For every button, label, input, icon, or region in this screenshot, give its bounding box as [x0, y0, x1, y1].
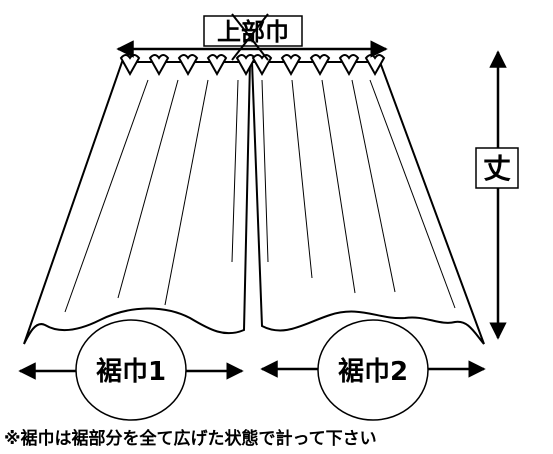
right-fold-line: [369, 79, 456, 309]
length-label: 丈: [483, 152, 511, 185]
right-fold-line: [351, 79, 396, 293]
right-curtain-panel: [250, 61, 485, 345]
left-fold-line: [64, 79, 149, 313]
right-fold-line: [291, 79, 313, 279]
right-fold-line: [261, 79, 269, 263]
left-fold-line: [117, 79, 179, 299]
cross-out-mark: [231, 13, 269, 61]
pleat-hook: [148, 54, 170, 77]
pleat-hook: [177, 54, 199, 77]
left-fold-line: [231, 79, 239, 263]
left-fold-line: [164, 79, 209, 306]
pleat-hook: [309, 54, 331, 77]
right-fold-line: [321, 79, 356, 294]
pleat-hook: [364, 54, 386, 77]
pleat-hook: [251, 54, 273, 77]
measurement-note: ※裾巾は裾部分を全て広げた状態で計って下さい: [4, 429, 377, 449]
pleat-hook: [280, 54, 302, 77]
left-curtain-panel: [23, 61, 252, 345]
hem-width-1-label-circle: [75, 319, 187, 421]
pleat-hook: [206, 54, 228, 77]
length-label-box: [475, 147, 519, 189]
hem-width-2-label-circle: [317, 319, 429, 421]
left-panel-outline: [23, 61, 252, 345]
right-panel-outline: [250, 61, 485, 345]
hem-width-1-label: 裾巾1: [96, 357, 166, 387]
pleat-hook: [119, 54, 141, 77]
pleat-hook: [338, 54, 360, 77]
hem-width-2-label: 裾巾2: [338, 357, 408, 387]
